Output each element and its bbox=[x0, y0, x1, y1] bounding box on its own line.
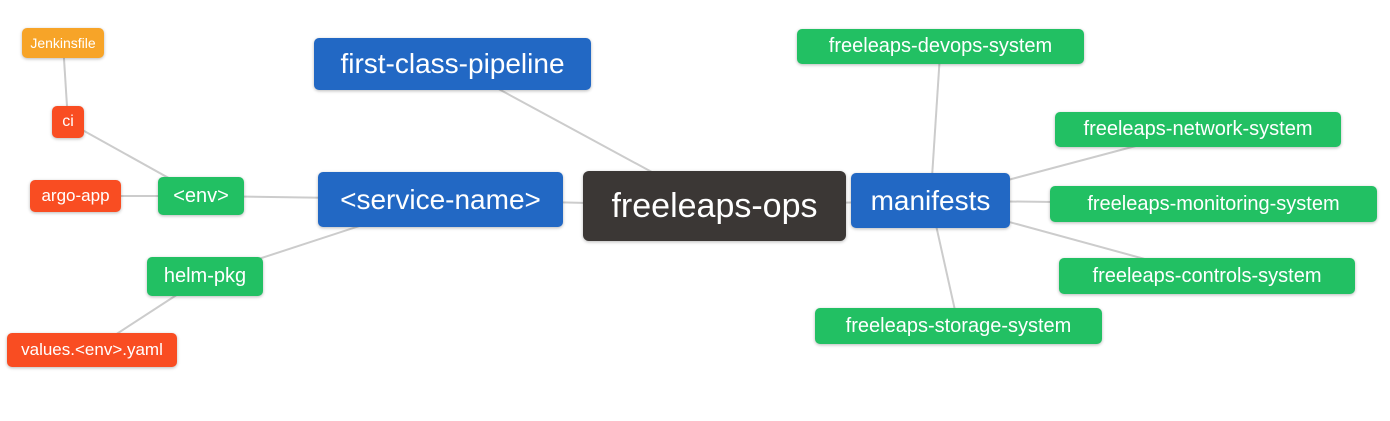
node-env[interactable]: <env> bbox=[158, 177, 244, 215]
node-values-env-yaml[interactable]: values.<env>.yaml bbox=[7, 333, 177, 367]
node-freeleaps-devops-system[interactable]: freeleaps-devops-system bbox=[797, 29, 1084, 64]
node-helm-pkg[interactable]: helm-pkg bbox=[147, 257, 263, 296]
node-service-name[interactable]: <service-name> bbox=[318, 172, 563, 227]
node-freeleaps-controls-system[interactable]: freeleaps-controls-system bbox=[1059, 258, 1355, 294]
node-argo-app[interactable]: argo-app bbox=[30, 180, 121, 212]
node-jenkinsfile[interactable]: Jenkinsfile bbox=[22, 28, 104, 58]
node-freeleaps-network-system[interactable]: freeleaps-network-system bbox=[1055, 112, 1341, 147]
node-freeleaps-monitoring-system[interactable]: freeleaps-monitoring-system bbox=[1050, 186, 1377, 222]
node-first-class-pipeline[interactable]: first-class-pipeline bbox=[314, 38, 591, 90]
node-freeleaps-ops[interactable]: freeleaps-ops bbox=[583, 171, 846, 241]
node-manifests[interactable]: manifests bbox=[851, 173, 1010, 228]
node-ci[interactable]: ci bbox=[52, 106, 84, 138]
node-freeleaps-storage-system[interactable]: freeleaps-storage-system bbox=[815, 308, 1102, 344]
